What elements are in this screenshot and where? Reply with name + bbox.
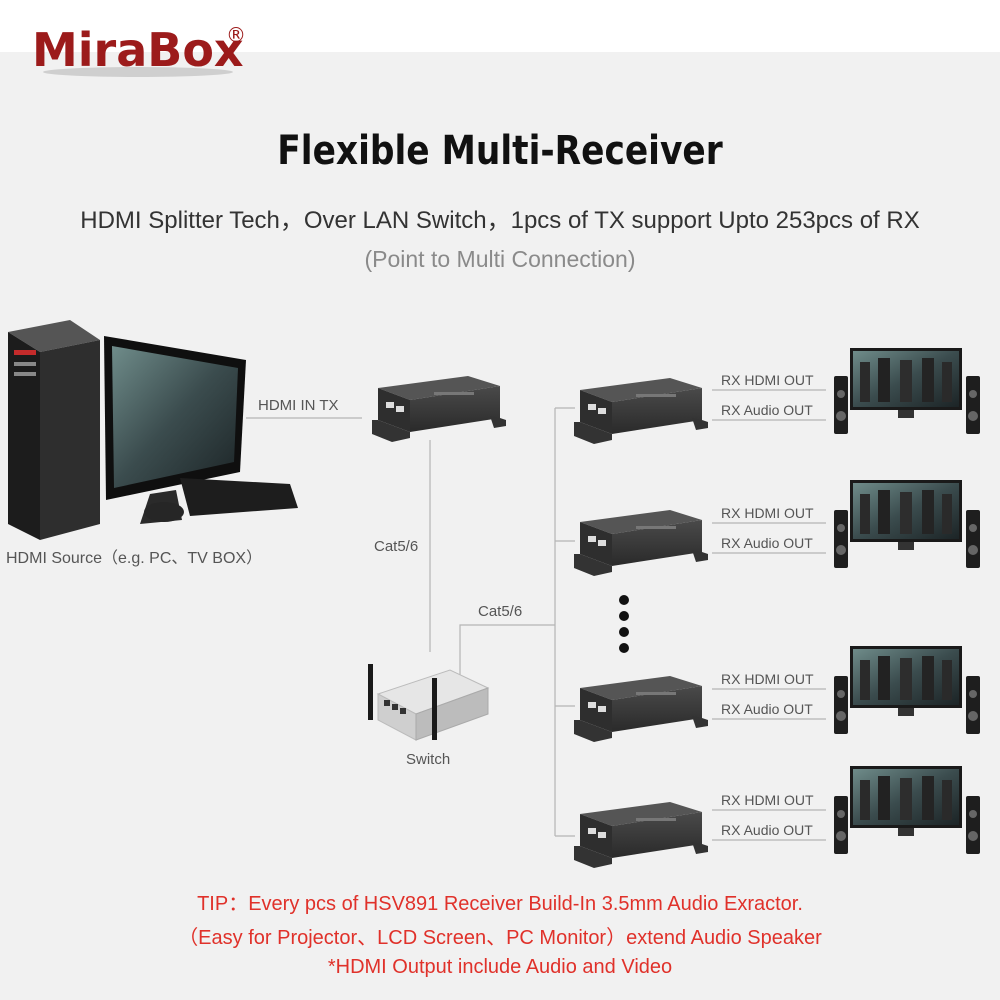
rx-hdmi-out-label-4: RX HDMI OUT xyxy=(721,792,814,808)
rx-audio-out-label-2: RX Audio OUT xyxy=(721,535,813,551)
display-set-1 xyxy=(834,348,980,434)
cat-cable-label-right: Cat5/6 xyxy=(478,603,523,620)
tip-line-1: TIP：Every pcs of HSV891 Receiver Build-I… xyxy=(197,893,803,915)
rx-hdmi-out-label-1: RX HDMI OUT xyxy=(721,372,814,388)
rx-hdmi-out-label-2: RX HDMI OUT xyxy=(721,505,814,521)
hdmi-in-tx-label: HDMI IN TX xyxy=(258,397,339,414)
tx-extender-icon xyxy=(372,376,506,442)
tip-line-3: *HDMI Output include Audio and Video xyxy=(327,956,673,978)
rx-extender-icon-3 xyxy=(574,676,708,742)
display-set-4 xyxy=(834,766,980,854)
rx-extender-icon-2 xyxy=(574,510,708,576)
cable-lines xyxy=(246,389,826,841)
logo-wordmark: MiraBox xyxy=(32,23,244,77)
switch-label: Switch xyxy=(406,751,451,768)
rx-audio-out-label-4: RX Audio OUT xyxy=(721,822,813,838)
page-subtitle-note: (Point to Multi Connection) xyxy=(364,246,636,272)
page-subtitle: HDMI Splitter Tech，Over LAN Switch，1pcs … xyxy=(80,207,920,234)
background-panel xyxy=(0,52,1000,1000)
cat-cable-label-left: Cat5/6 xyxy=(374,538,419,555)
display-set-2 xyxy=(834,480,980,568)
rx-audio-out-label-1: RX Audio OUT xyxy=(721,402,813,418)
pc-source-icon xyxy=(8,320,298,540)
display-set-3 xyxy=(834,646,980,734)
switch-icon xyxy=(368,664,490,741)
rx-audio-out-label-3: RX Audio OUT xyxy=(721,701,813,717)
more-receivers-dots xyxy=(619,595,629,653)
page-title: Flexible Multi-Receiver xyxy=(277,128,723,174)
hdmi-source-label: HDMI Source（e.g. PC、TV BOX） xyxy=(6,550,263,567)
rx-hdmi-out-label-3: RX HDMI OUT xyxy=(721,671,814,687)
rx-extender-icon-4 xyxy=(574,802,708,868)
registered-mark: ® xyxy=(226,23,246,47)
rx-extender-icon-1 xyxy=(574,378,708,444)
mirabox-logo: MiraBox ® xyxy=(32,23,246,77)
tip-line-2: （Easy for Projector、LCD Screen、PC Monito… xyxy=(178,927,822,949)
